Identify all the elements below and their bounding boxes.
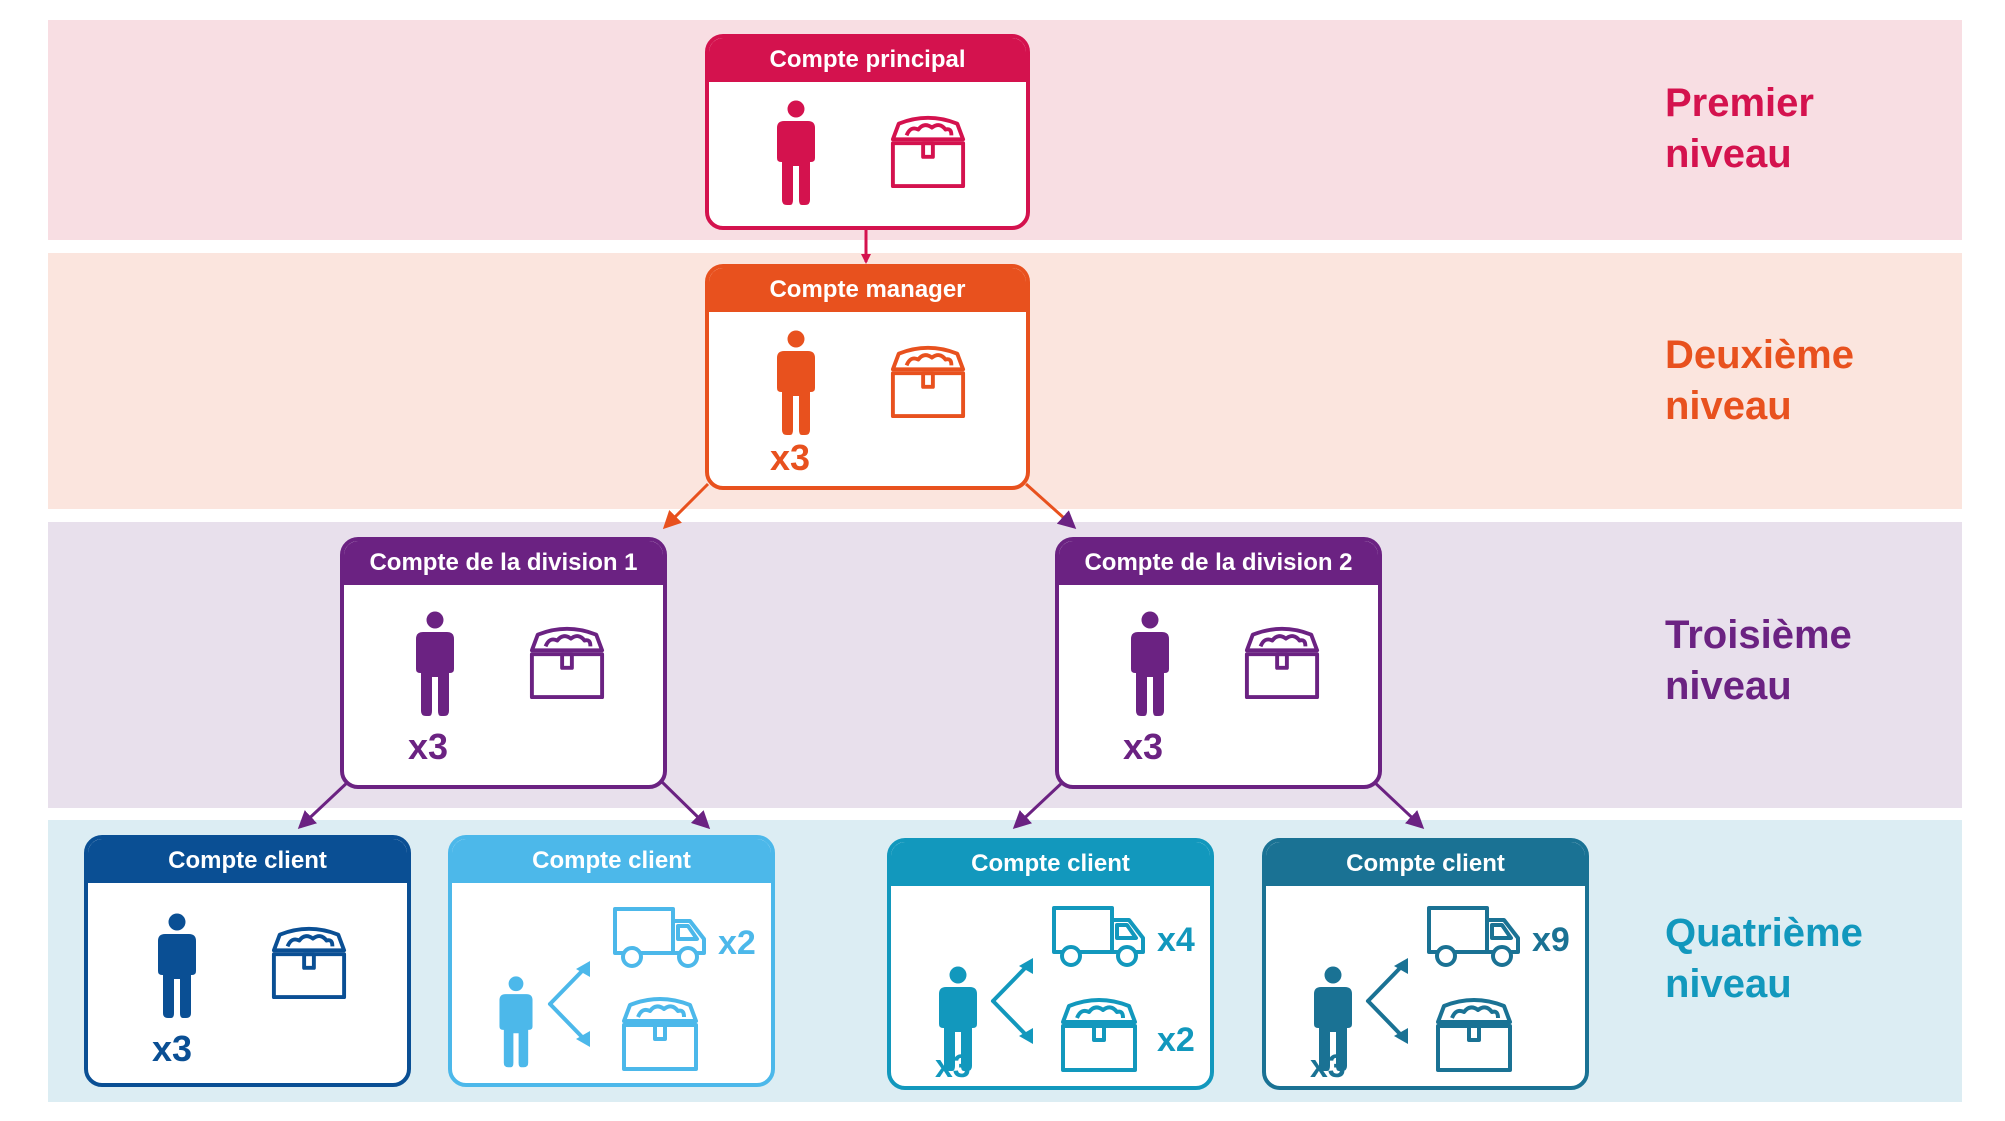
truck-icon bbox=[1051, 904, 1147, 970]
truck-count: x4 bbox=[1157, 921, 1195, 959]
person-count: x3 bbox=[1310, 1048, 1346, 1084]
box-compte-client-2: Compte client x2 bbox=[448, 835, 775, 1087]
level-label-quatrieme: Quatrième niveau bbox=[1665, 911, 1863, 1006]
box-compte-client-3: Compte client x3 x4 x2 bbox=[887, 838, 1214, 1090]
arrow-division1-to-client2 bbox=[658, 778, 711, 830]
box-title: Compte client bbox=[88, 839, 407, 883]
truck-icon bbox=[1426, 904, 1522, 970]
person-icon bbox=[1127, 611, 1173, 717]
split-arrows-icon bbox=[1364, 942, 1412, 1060]
person-icon bbox=[773, 100, 819, 206]
treasure-chest-icon bbox=[1059, 994, 1139, 1074]
treasure-chest-icon bbox=[1243, 623, 1321, 701]
box-title: Compte client bbox=[452, 839, 771, 883]
box-compte-principal: Compte principal bbox=[705, 34, 1030, 230]
arrow-division2-to-client3 bbox=[1012, 778, 1067, 830]
box-title: Compte de la division 2 bbox=[1059, 541, 1378, 585]
truck-count: x2 bbox=[718, 924, 756, 962]
treasure-chest-icon bbox=[528, 623, 606, 701]
treasure-chest-icon bbox=[270, 923, 348, 1001]
box-title: Compte de la division 1 bbox=[344, 541, 663, 585]
person-count: x3 bbox=[408, 726, 449, 767]
person-icon bbox=[412, 611, 458, 717]
treasure-chest-icon bbox=[620, 993, 700, 1073]
box-compte-division-1: Compte de la division 1 x3 bbox=[340, 537, 667, 789]
box-title: Compte principal bbox=[709, 38, 1026, 82]
level-label-premier: Premier niveau bbox=[1665, 81, 1814, 176]
truck-icon bbox=[612, 905, 708, 971]
person-count: x3 bbox=[935, 1048, 971, 1084]
arrow-division2-to-client4 bbox=[1370, 778, 1425, 830]
person-icon bbox=[1310, 966, 1356, 1072]
box-title: Compte client bbox=[1266, 842, 1585, 886]
level-label-deuxieme: Deuxième niveau bbox=[1665, 333, 1854, 428]
level-label-troisieme: Troisième niveau bbox=[1665, 613, 1852, 708]
person-icon bbox=[773, 330, 819, 436]
person-count: x3 bbox=[1123, 726, 1164, 767]
truck-count: x9 bbox=[1532, 921, 1570, 959]
person-icon bbox=[496, 969, 536, 1075]
box-compte-client-1: Compte client x3 bbox=[84, 835, 411, 1087]
arrow-manager-to-division2 bbox=[1024, 482, 1077, 530]
treasure-chest-icon bbox=[889, 342, 967, 420]
box-compte-division-2: Compte de la division 2 x3 bbox=[1055, 537, 1382, 789]
chest-count: x2 bbox=[1157, 1021, 1195, 1059]
person-icon bbox=[935, 966, 981, 1072]
box-title: Compte client bbox=[891, 842, 1210, 886]
treasure-chest-icon bbox=[1434, 994, 1514, 1074]
arrow-division1-to-client1 bbox=[297, 778, 352, 830]
person-count: x3 bbox=[152, 1028, 193, 1069]
split-arrows-icon bbox=[546, 945, 594, 1063]
box-compte-manager: Compte manager x3 bbox=[705, 264, 1030, 490]
treasure-chest-icon bbox=[889, 112, 967, 190]
person-icon bbox=[154, 913, 200, 1019]
arrow-manager-to-division1 bbox=[662, 482, 710, 530]
split-arrows-icon bbox=[989, 942, 1037, 1060]
box-compte-client-4: Compte client x3 x9 bbox=[1262, 838, 1589, 1090]
box-title: Compte manager bbox=[709, 268, 1026, 312]
person-count: x3 bbox=[770, 437, 811, 478]
